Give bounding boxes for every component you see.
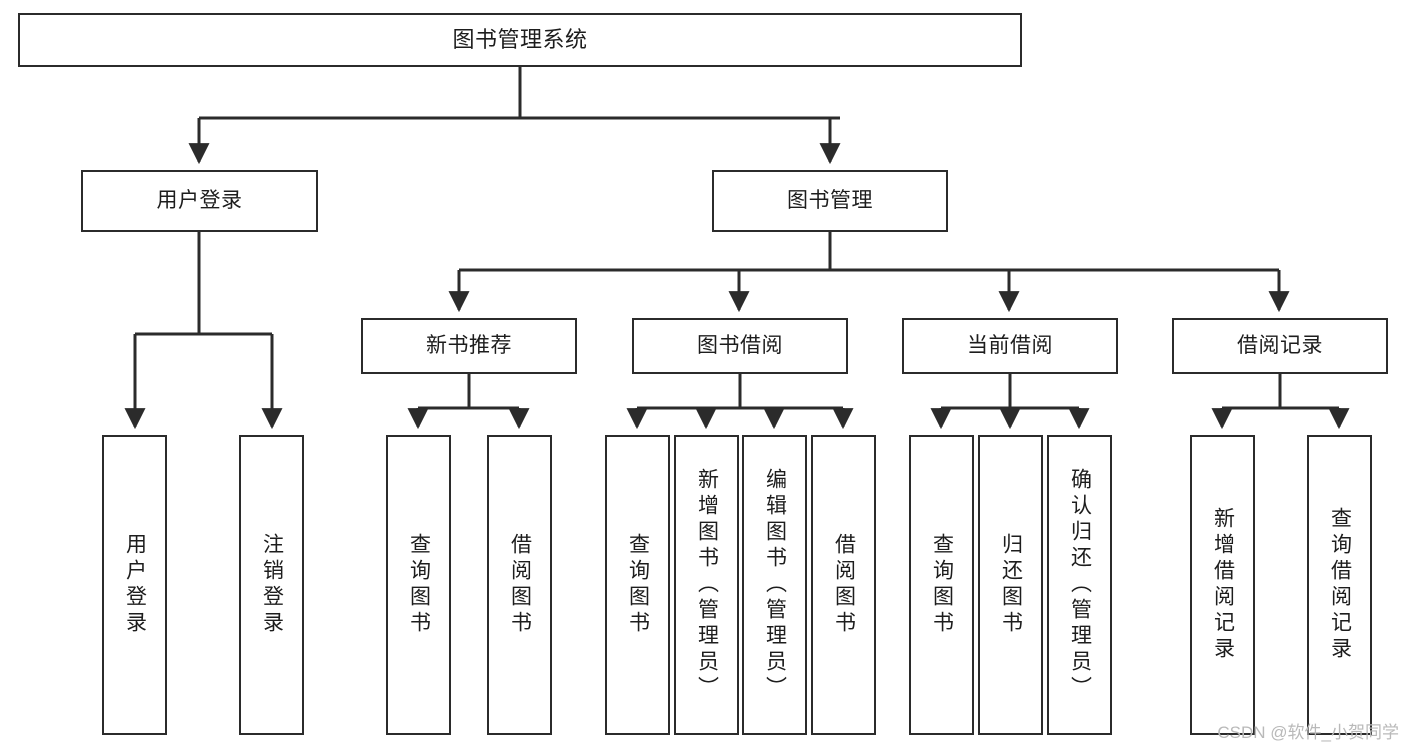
leaf-query-book-borrow[interactable]: 查询图书 — [605, 435, 670, 735]
node-label: 新增借阅记录 — [1211, 507, 1235, 663]
node-current-borrow[interactable]: 当前借阅 — [902, 318, 1118, 374]
node-label: 当前借阅 — [967, 333, 1053, 357]
leaf-add-borrow-record[interactable]: 新增借阅记录 — [1190, 435, 1255, 735]
node-label: 查询图书 — [407, 533, 431, 637]
node-label: 借阅记录 — [1237, 333, 1323, 357]
leaf-confirm-return-admin[interactable]: 确认归还（管理员） — [1047, 435, 1112, 735]
node-label: 图书管理系统 — [452, 27, 588, 53]
node-label: 编辑图书（管理员） — [763, 468, 787, 702]
node-label: 新增图书（管理员） — [695, 468, 719, 702]
node-label: 用户登录 — [123, 533, 147, 637]
node-user-login[interactable]: 用户登录 — [81, 170, 318, 232]
node-new-book-recommend[interactable]: 新书推荐 — [361, 318, 577, 374]
node-label: 用户登录 — [156, 188, 243, 212]
node-label: 图书借阅 — [697, 333, 783, 357]
node-label: 归还图书 — [999, 533, 1023, 637]
leaf-borrow-book-recommend[interactable]: 借阅图书 — [487, 435, 552, 735]
node-label: 查询借阅记录 — [1328, 507, 1352, 663]
leaf-user-login[interactable]: 用户登录 — [102, 435, 167, 735]
node-label: 查询图书 — [626, 533, 650, 637]
leaf-query-borrow-record[interactable]: 查询借阅记录 — [1307, 435, 1372, 735]
leaf-borrow-book[interactable]: 借阅图书 — [811, 435, 876, 735]
node-label: 借阅图书 — [832, 533, 856, 637]
node-label: 查询图书 — [930, 533, 954, 637]
leaf-logout[interactable]: 注销登录 — [239, 435, 304, 735]
node-label: 确认归还（管理员） — [1068, 468, 1092, 702]
node-label: 图书管理 — [787, 188, 873, 212]
leaf-query-book-recommend[interactable]: 查询图书 — [386, 435, 451, 735]
leaf-return-book[interactable]: 归还图书 — [978, 435, 1043, 735]
leaf-query-book-current[interactable]: 查询图书 — [909, 435, 974, 735]
leaf-add-book-admin[interactable]: 新增图书（管理员） — [674, 435, 739, 735]
node-label: 注销登录 — [260, 533, 284, 637]
leaf-edit-book-admin[interactable]: 编辑图书（管理员） — [742, 435, 807, 735]
node-book-management[interactable]: 图书管理 — [712, 170, 948, 232]
node-root-system[interactable]: 图书管理系统 — [18, 13, 1022, 67]
node-borrow-record[interactable]: 借阅记录 — [1172, 318, 1388, 374]
node-book-borrow[interactable]: 图书借阅 — [632, 318, 848, 374]
node-label: 新书推荐 — [426, 333, 512, 357]
node-label: 借阅图书 — [508, 533, 532, 637]
